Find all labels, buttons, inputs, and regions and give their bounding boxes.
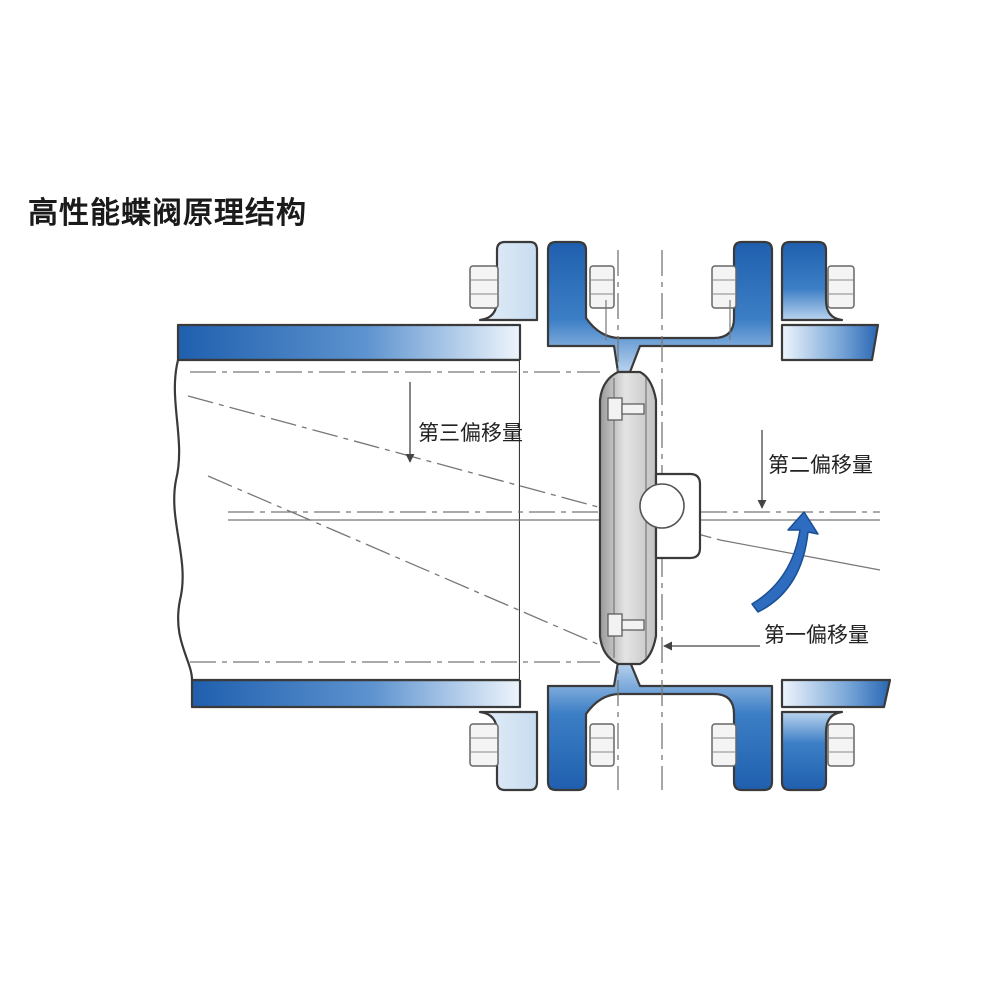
first-offset-annotation: 第一偏移量 [663,623,869,651]
third-offset-annotation: 第三偏移量 [405,382,523,463]
disc-bolt-top [607,397,645,421]
disc-bolt-bottom [607,613,645,637]
left-pipe [173,323,522,709]
right-pipe [780,323,892,709]
second-offset-label: 第二偏移量 [768,453,873,477]
top-flange-assembly [469,240,855,374]
valve-disc [598,370,702,666]
second-offset-annotation: 第二偏移量 [757,430,873,509]
bolt-nut [827,723,855,767]
bolt-nut [589,265,615,309]
curved-arrow-icon [751,511,819,613]
bottom-flange-assembly [469,660,855,792]
third-offset-label: 第三偏移量 [418,421,523,445]
bolt-nut [469,723,499,767]
bolt-nut [827,265,855,309]
valve-stem [639,483,685,529]
bolt-nut [469,265,499,309]
bolt-nut [589,723,615,767]
page-title: 高性能蝶阀原理结构 [28,196,307,231]
bolt-nut [711,265,737,309]
bolt-nut [711,723,737,767]
first-offset-label: 第一偏移量 [764,623,869,647]
